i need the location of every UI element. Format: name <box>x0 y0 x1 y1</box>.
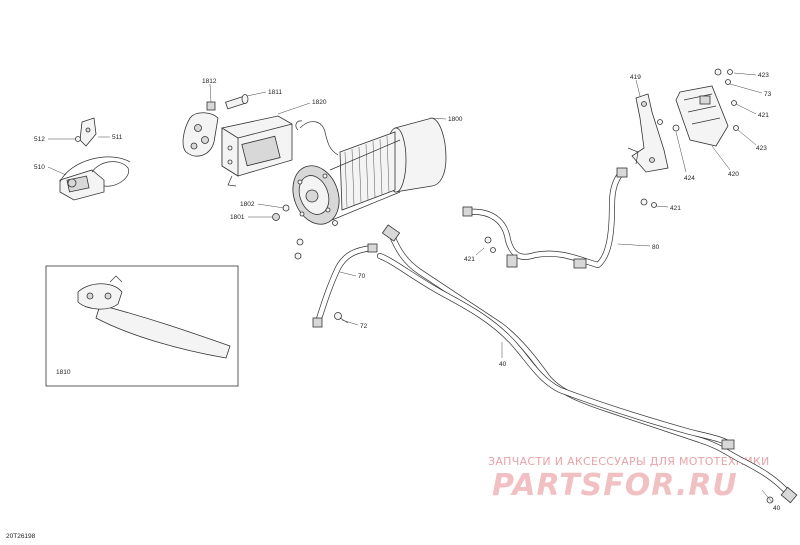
nut-1812 <box>206 101 216 111</box>
callout-421-left: 421 <box>464 256 475 263</box>
callout-420: 420 <box>728 171 739 178</box>
callout-423-top: 423 <box>758 72 769 79</box>
callout-1820: 1820 <box>312 99 327 106</box>
leader-lines <box>47 72 773 503</box>
callout-1812: 1812 <box>202 78 217 85</box>
callout-419: 419 <box>630 74 641 81</box>
watermark-logo: PARTSFOR.RU <box>492 468 738 503</box>
module-420 <box>675 85 729 147</box>
diagram-reference-id: 20T26198 <box>6 533 36 540</box>
cable-80 <box>462 167 628 269</box>
contactor-bracket-1820 <box>221 115 293 187</box>
callout-70: 70 <box>358 273 366 280</box>
bracket-511 <box>79 117 97 147</box>
callout-40-upper: 40 <box>499 361 507 368</box>
callout-1801: 1801 <box>230 214 245 221</box>
callout-421-top: 421 <box>758 112 769 119</box>
callout-80: 80 <box>652 244 660 251</box>
callout-424: 424 <box>684 175 695 182</box>
callout-1811: 1811 <box>268 89 282 96</box>
callout-1800: 1800 <box>448 116 463 123</box>
watermark: ЗАПЧАСТИ И АКСЕССУАРЫ ДЛЯ МОТОТЕХНИКИ PA… <box>488 455 770 503</box>
callout-512: 512 <box>34 136 45 143</box>
watermark-tagline: ЗАПЧАСТИ И АКСЕССУАРЫ ДЛЯ МОТОТЕХНИКИ <box>488 455 770 468</box>
callout-1802: 1802 <box>240 201 255 208</box>
bracket-419 <box>627 93 669 173</box>
callout-73: 73 <box>764 91 772 98</box>
cable-40 <box>377 224 798 504</box>
callout-511: 511 <box>112 134 123 141</box>
callout-1810: 1810 <box>56 369 71 376</box>
callout-labels: 1812 1811 1820 1800 512 511 510 1802 180… <box>34 72 781 512</box>
callout-510: 510 <box>34 164 45 171</box>
mount-plate-1810 <box>182 112 219 157</box>
callout-72: 72 <box>360 323 368 330</box>
pin-1811 <box>225 94 249 110</box>
callout-423-mid: 423 <box>756 145 767 152</box>
cable-70 <box>312 243 378 328</box>
fasteners-1802-1801 <box>272 204 338 260</box>
hardware-423-73-421 <box>640 68 739 208</box>
winch-assembly-1800 <box>292 117 447 225</box>
switch-assembly-510 <box>59 156 131 201</box>
inset-detail-frame <box>45 265 239 387</box>
callout-421-right: 421 <box>670 205 681 212</box>
callout-40-lower: 40 <box>773 505 781 512</box>
screw-512 <box>75 136 81 142</box>
